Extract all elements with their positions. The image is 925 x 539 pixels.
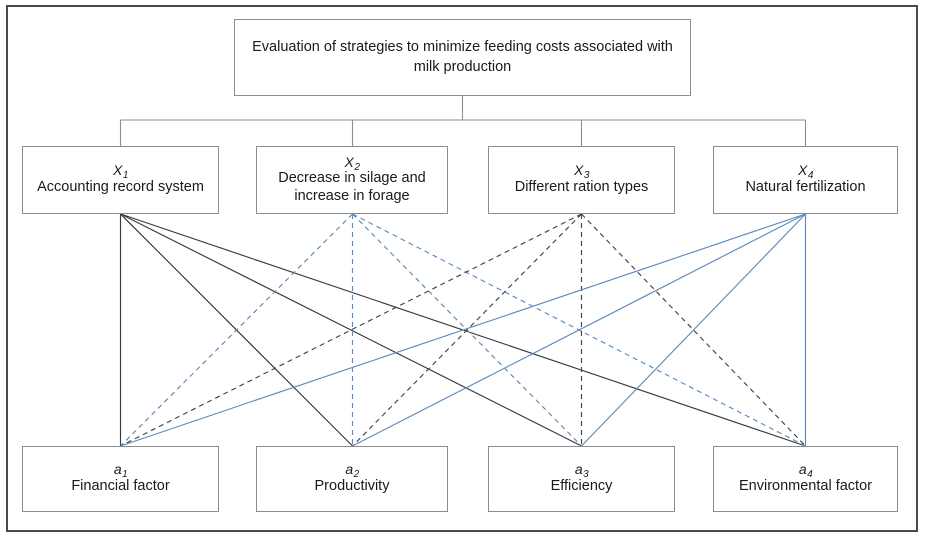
criterion-box-x1[interactable]: X1 Accounting record system — [22, 146, 219, 214]
alternative-box-a4[interactable]: a4 Environmental factor — [713, 446, 898, 512]
criterion-box-x3[interactable]: X3 Different ration types — [488, 146, 675, 214]
alternative-symbol-a4: a4 — [798, 461, 813, 481]
alternative-symbol-a1: a1 — [113, 461, 128, 481]
criterion-label-x3: Different ration types — [514, 178, 649, 195]
goal-box-label: Evaluation of strategies to minimize fee… — [252, 39, 673, 75]
alternative-label-a3: Efficiency — [550, 477, 613, 494]
criterion-box-x2[interactable]: X2 Decrease in silage and increase in fo… — [256, 146, 448, 214]
alternative-label-a1: Financial factor — [71, 477, 170, 494]
criterion-label-x4: Natural fertilization — [745, 178, 866, 195]
goal-box[interactable]: Evaluation of strategies to minimize fee… — [234, 19, 691, 96]
alternative-label-a2: Productivity — [314, 477, 390, 494]
alternative-box-a1[interactable]: a1 Financial factor — [22, 446, 219, 512]
criterion-symbol-x3: X3 — [574, 162, 590, 182]
criterion-symbol-x2: X2 — [344, 153, 360, 173]
alternative-box-a2[interactable]: a2 Productivity — [256, 446, 448, 512]
alternative-label-a4: Environmental factor — [739, 477, 872, 494]
criterion-box-x4[interactable]: X4 Natural fertilization — [713, 146, 898, 214]
alternative-symbol-a3: a3 — [574, 461, 589, 481]
alternative-symbol-a2: a2 — [345, 461, 360, 481]
alternative-box-a3[interactable]: a3 Efficiency — [488, 446, 675, 512]
criterion-symbol-x4: X4 — [798, 162, 814, 182]
criterion-label-x2: Decrease in silage and increase in forag… — [278, 170, 426, 204]
criterion-label-x1: Accounting record system — [37, 178, 204, 195]
criterion-symbol-x1: X1 — [113, 162, 129, 182]
